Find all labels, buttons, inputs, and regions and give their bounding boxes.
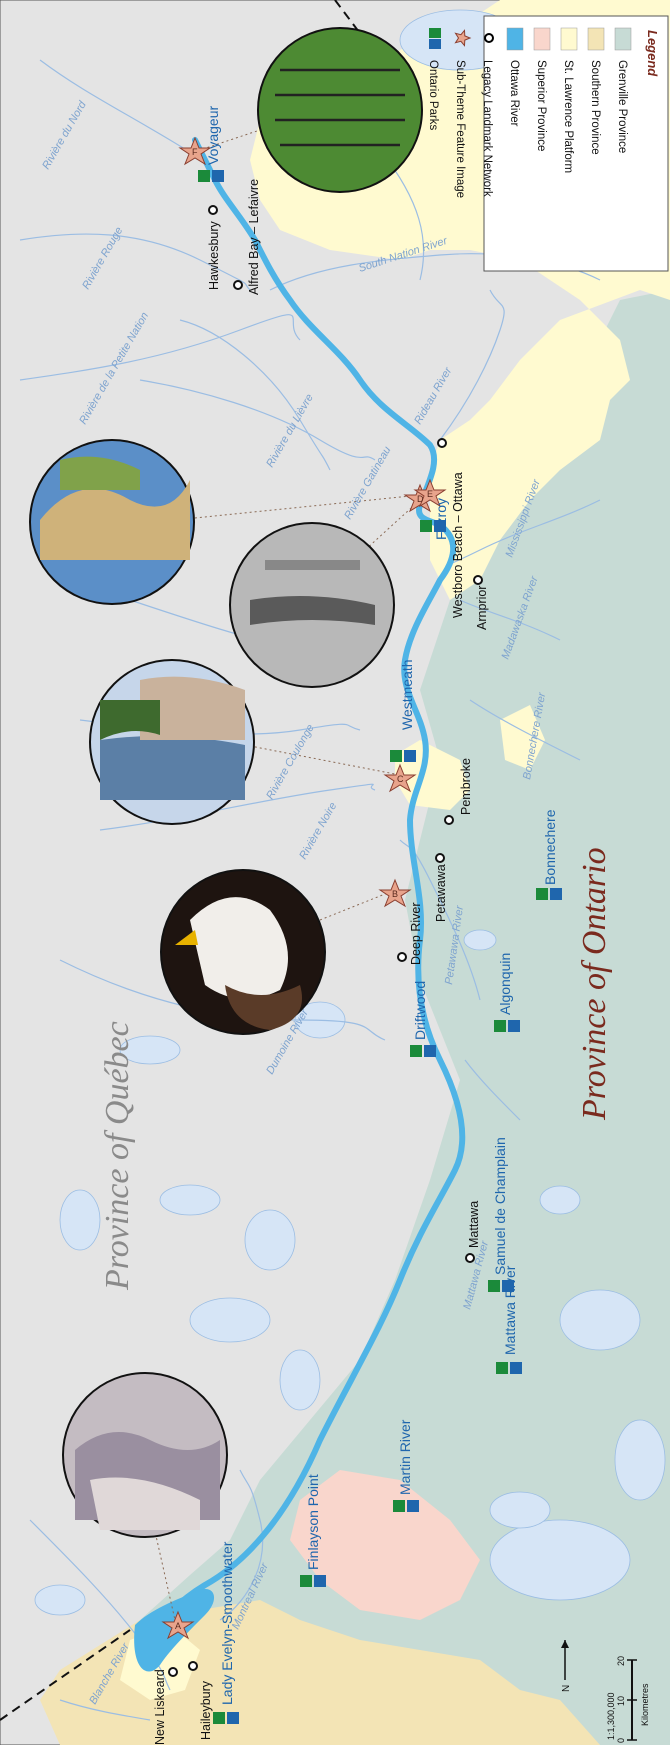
superior-province-region: [290, 1470, 480, 1620]
feature-photo-eagle: [160, 869, 326, 1035]
label-park-mattawa-river: Mattawa River: [502, 1265, 518, 1355]
legend-label: Sub-Theme Feature Image: [454, 60, 466, 198]
legend-item: St. Lawrence Platform: [560, 27, 578, 173]
legend-label: Superior Province: [535, 60, 547, 151]
legend-swatch: [587, 27, 605, 51]
label-park-lady-evelyn: Lady Evelyn-Smoothwater: [219, 1541, 235, 1705]
label-town-pembroke: Pembroke: [459, 758, 473, 815]
grenville-province-region: [100, 290, 670, 1745]
label-town-deep-river: Deep River: [409, 902, 423, 965]
label-park-westmeath: Westmeath: [399, 659, 415, 730]
legend-swatch: [484, 33, 494, 43]
label-town-hawkesbury: Hawkesbury: [207, 220, 221, 290]
feature-stars: [161, 136, 447, 1640]
legend-item: Ottawa River: [506, 27, 524, 127]
legend-swatch: [429, 28, 441, 49]
feature-photo-bark: [229, 522, 395, 688]
feature-marker-letters: A B C D E F: [175, 147, 433, 1631]
provincial-boundary-south: [334, 0, 366, 41]
feature-marker-a: A: [175, 1621, 181, 1631]
label-park-martin-river: Martin River: [397, 1419, 413, 1495]
scale-tick-10: 10: [616, 1696, 626, 1706]
legend-swatch: [506, 27, 524, 51]
legend-label: Southern Province: [589, 60, 601, 155]
label-town-petawawa: Petawawa: [434, 864, 448, 922]
label-park-finlayson-point: Finlayson Point: [305, 1474, 321, 1570]
feature-photo-rock: [62, 1372, 228, 1538]
feature-marker-c: C: [397, 774, 404, 784]
label-park-fitzroy: Fitzroy: [433, 498, 449, 540]
legend-label: Ontario Parks: [427, 60, 439, 131]
label-town-mattawa: Mattawa: [467, 1201, 481, 1248]
ottawa-river: [137, 137, 466, 1653]
park-labels: Voyageur Fitzroy Westmeath Bonnechere Dr…: [205, 106, 558, 1705]
feature-marker-f: F: [192, 147, 198, 157]
provincial-boundary-north: [0, 1629, 131, 1721]
scale-ratio: 1:1,300,000: [606, 1692, 616, 1740]
legend-swatch: [454, 29, 472, 47]
feature-photo-islands: [29, 439, 195, 605]
park-icons: [198, 170, 562, 1724]
north-label: N: [561, 1685, 572, 1692]
feature-marker-d: D: [417, 494, 424, 504]
town-labels: Hawkesbury Alfred Bay – Lefaivre Westbor…: [153, 179, 489, 1745]
label-town-haileybury: Haileybury: [199, 1680, 213, 1740]
label-park-voyageur: Voyageur: [205, 106, 221, 165]
legend-item: Sub-Theme Feature Image: [454, 29, 472, 198]
legend-item: Legacy Landmark Network: [481, 33, 494, 197]
label-park-algonquin: Algonquin: [497, 953, 513, 1015]
legend-item: Southern Province: [587, 27, 605, 155]
legend-label: Legacy Landmark Network: [481, 60, 493, 197]
legend-item: Ontario Parks: [427, 28, 441, 131]
legend-label: Ottawa River: [508, 60, 520, 127]
legend-item: Superior Province: [533, 27, 551, 151]
legend-title: Legend: [645, 30, 660, 77]
legend-swatch: [560, 27, 578, 51]
label-province-ontario: Province of Ontario: [576, 847, 613, 1121]
label-park-driftwood: Driftwood: [412, 981, 428, 1040]
scale-unit: Kilometres: [640, 1683, 650, 1726]
scale-tick-0: 0: [616, 1738, 626, 1743]
legend-label: Grenville Province: [616, 60, 628, 153]
north-arrow: N: [561, 1640, 572, 1692]
scale-tick-20: 20: [616, 1656, 626, 1666]
town-markers: [168, 205, 483, 1677]
feature-photo-forest: [257, 27, 423, 193]
feature-marker-b: B: [392, 889, 398, 899]
label-town-westboro: Westboro Beach – Ottawa: [451, 472, 465, 618]
st-lawrence-platform-bonnechere: [500, 705, 545, 770]
feature-marker-e: E: [427, 489, 433, 499]
label-town-alfred-bay: Alfred Bay – Lefaivre: [247, 179, 261, 295]
scale-bar: 1:1,300,000 0 10 20 Kilometres: [606, 1656, 650, 1743]
feature-photo-shoreline: [89, 659, 255, 825]
label-town-new-liskeard: New Liskeard: [153, 1669, 167, 1745]
label-park-bonnechere: Bonnechere: [542, 809, 558, 885]
legend: Legend Grenville Province Southern Provin…: [427, 15, 669, 272]
label-province-quebec: Province of Québec: [99, 1021, 136, 1291]
label-town-arnprior: Arnprior: [475, 586, 489, 630]
legend-item: Grenville Province: [614, 27, 632, 153]
label-park-samuel-de-champlain: Samuel de Champlain: [492, 1137, 508, 1275]
legend-swatch: [533, 27, 551, 51]
legend-swatch: [614, 27, 632, 51]
legend-label: St. Lawrence Platform: [562, 60, 574, 173]
